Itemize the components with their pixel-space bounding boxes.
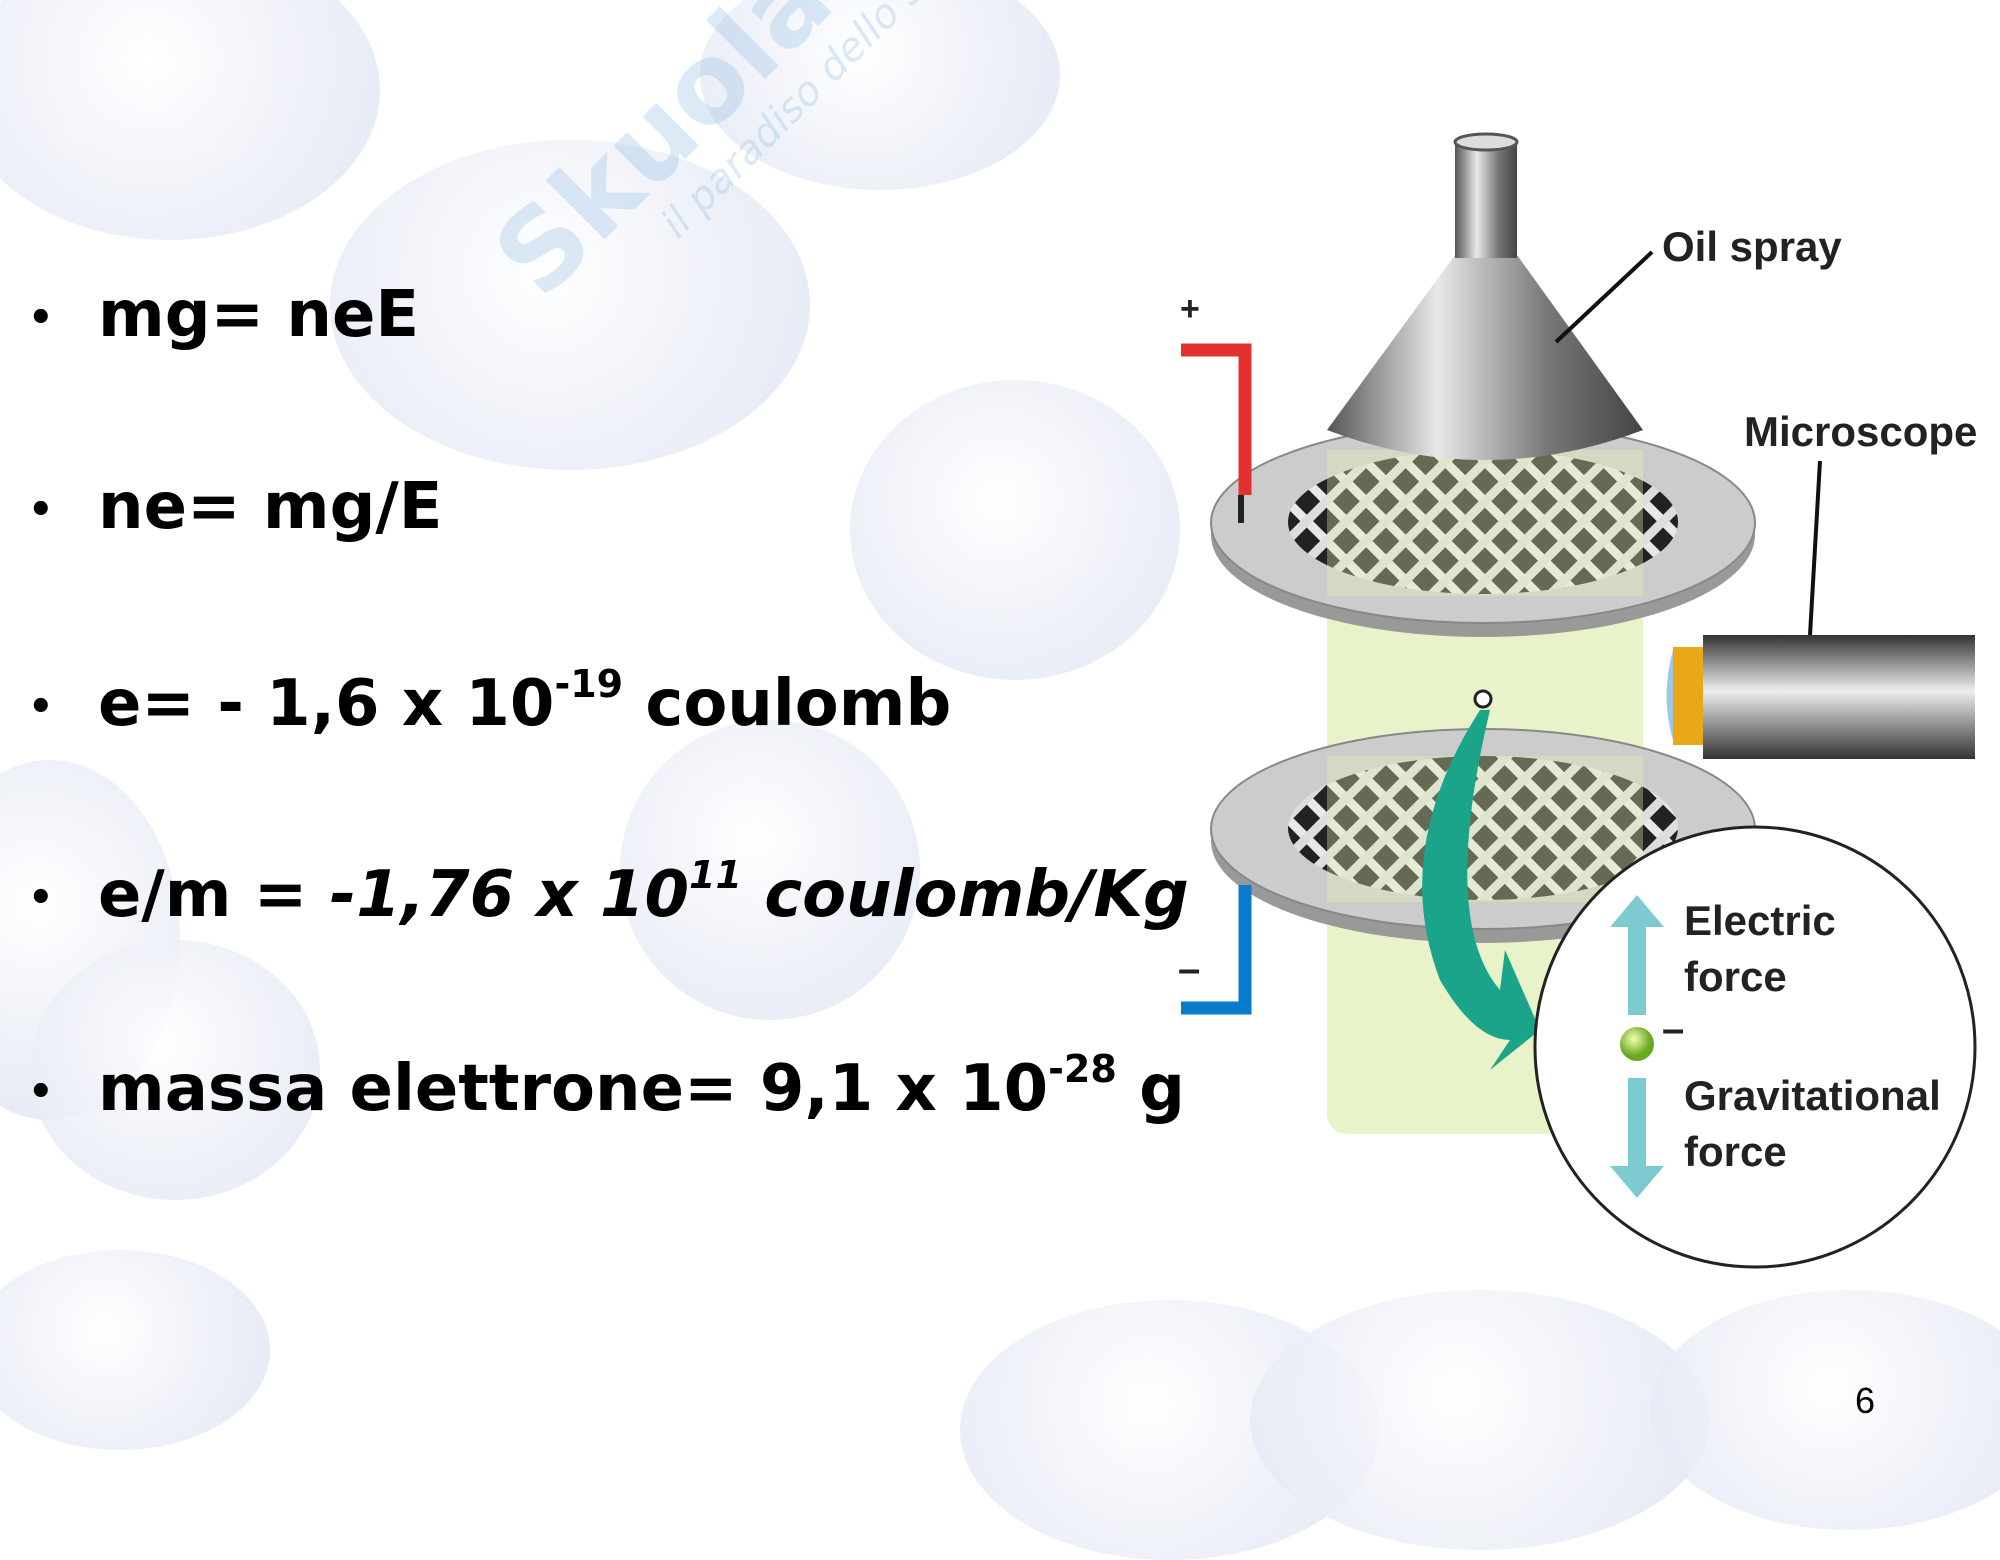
charge-sign: – [1662, 1007, 1684, 1051]
oil-spray-label: Oil spray [1662, 223, 1842, 270]
oil-droplet [1473, 689, 1493, 709]
gravitational-force-label: Gravitational [1684, 1072, 1941, 1119]
electron-ball [1620, 1027, 1654, 1061]
top-plate [1210, 422, 1756, 637]
bullet-item: •massa elettrone= 9,1 x 10-28 g [28, 1047, 1185, 1126]
trajectory-arrow [1422, 710, 1540, 1070]
plus-sign: + [1180, 290, 1200, 328]
oil-sprayer [1327, 132, 1643, 460]
minus-sign: – [1178, 947, 1200, 991]
electric-force-label: Electric [1684, 897, 1836, 944]
page-number: 6 [1855, 1380, 1876, 1421]
bullet-item: •e= - 1,6 x 10-19 coulomb [28, 662, 952, 741]
gravitational-force-label: force [1684, 1128, 1787, 1175]
negative-electrode [1181, 885, 1252, 1015]
positive-electrode [1181, 343, 1252, 495]
bullet-item: •e/m = -1,76 x 1011 coulomb/Kg [28, 853, 1189, 932]
electric-force-label: force [1684, 953, 1787, 1000]
microscope [1666, 635, 1975, 759]
microscope-label: Microscope [1744, 408, 1977, 455]
millikan-diagram: + – Microscope Oil spray – Electric forc… [1178, 132, 1977, 1269]
bullet-item: •ne= mg/E [28, 470, 443, 544]
bullet-item: •mg= neE [28, 278, 420, 352]
force-inset: – Electric force Gravitational force [1533, 825, 1977, 1269]
